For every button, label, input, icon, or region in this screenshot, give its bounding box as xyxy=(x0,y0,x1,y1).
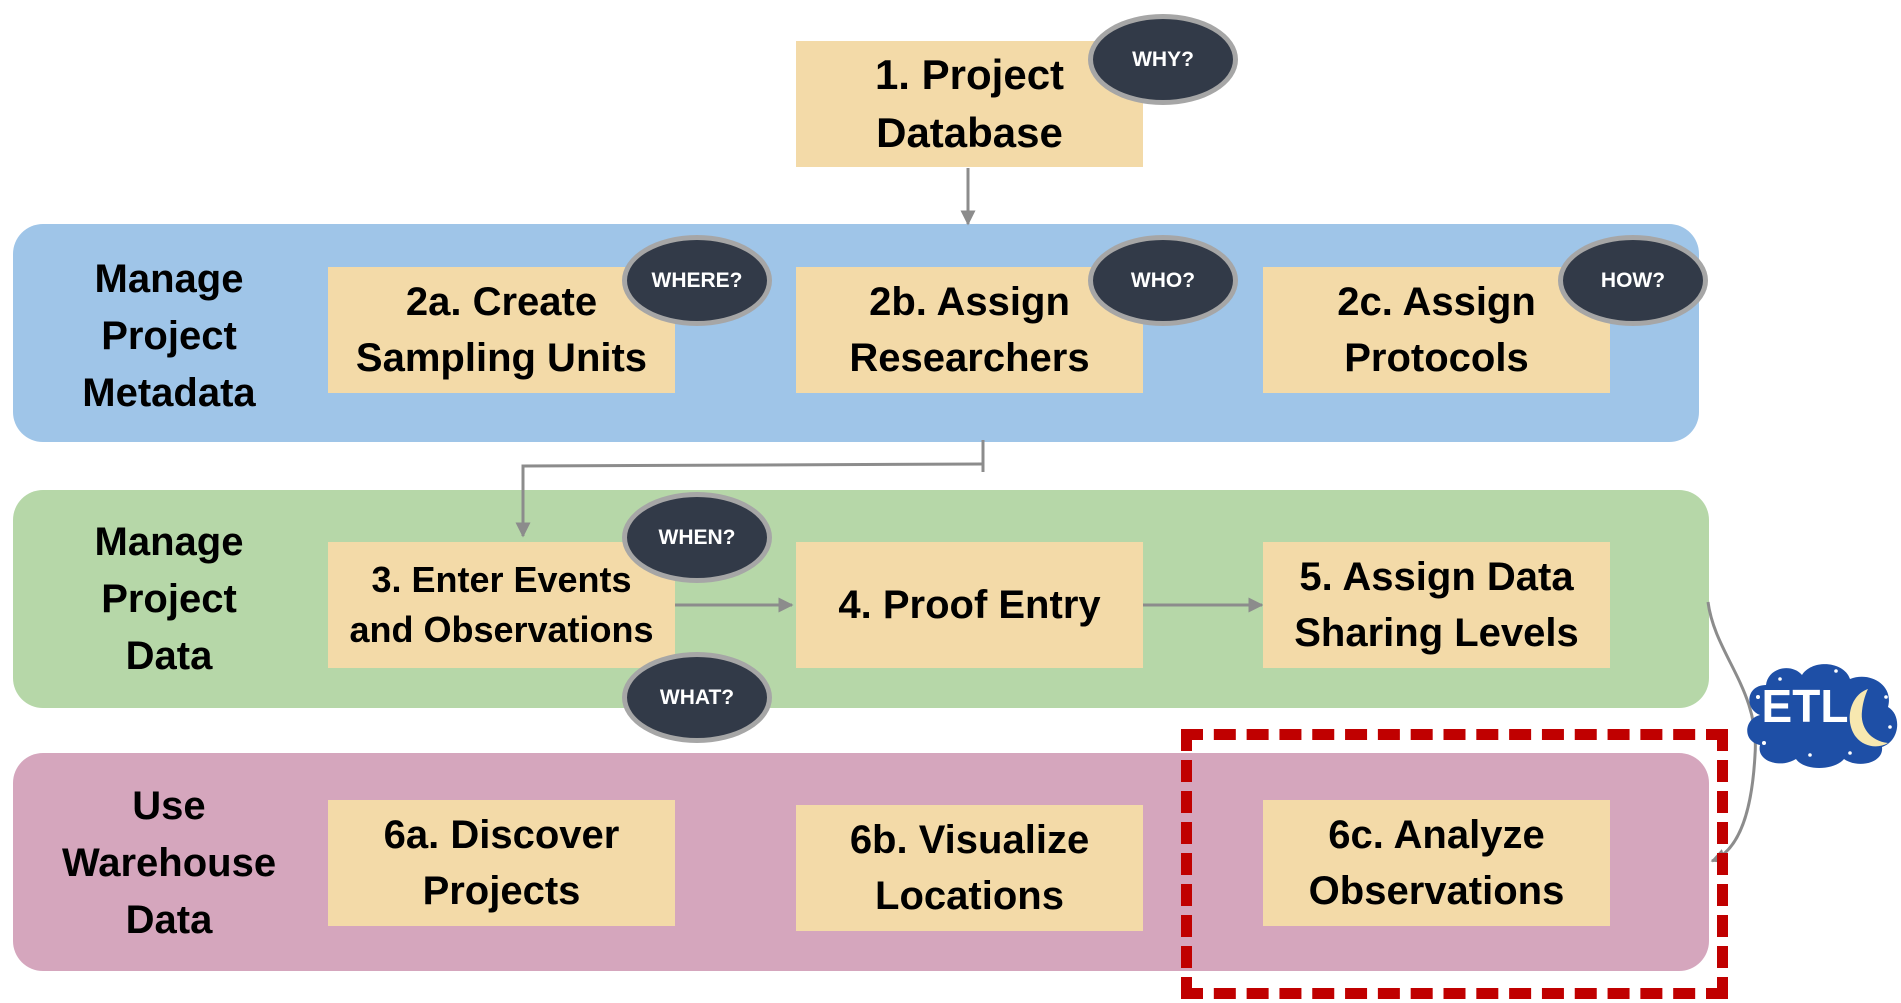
step-6b-line-1: 6b. Visualize xyxy=(849,818,1090,862)
arrow-etl-to-warehouse xyxy=(1706,601,1757,864)
step-1-line-2: Database xyxy=(876,109,1063,156)
step-2a-line-1: 2a. Create xyxy=(405,280,598,324)
step-3-enter-events-and-observations[interactable]: 3. Enter Events and Observations xyxy=(328,542,675,668)
step-5-assign-data-sharing-levels[interactable]: 5. Assign Data Sharing Levels xyxy=(1263,542,1610,668)
band-title-warehouse: Use Warehouse Data xyxy=(55,778,283,949)
step-1-line-1: 1. Project xyxy=(874,51,1065,98)
step-2c-line-2: Protocols xyxy=(1344,336,1529,380)
step-6a-discover-projects[interactable]: 6a. Discover Projects xyxy=(328,800,675,926)
step-6a-line-1: 6a. Discover xyxy=(383,813,620,857)
step-6c-line-1: 6c. Analyze xyxy=(1328,813,1545,857)
band-title-data: Manage Project Data xyxy=(55,514,283,685)
step-6c-line-2: Observations xyxy=(1308,869,1565,913)
step-5-line-1: 5. Assign Data xyxy=(1299,555,1574,599)
bubble-when: WHEN? xyxy=(622,492,772,583)
step-2b-line-1: 2b. Assign xyxy=(869,280,1070,324)
step-5-line-2: Sharing Levels xyxy=(1294,611,1579,655)
step-2c-line-1: 2c. Assign xyxy=(1337,280,1536,324)
bubble-how: HOW? xyxy=(1558,235,1708,326)
bubble-why: WHY? xyxy=(1088,14,1238,105)
step-6a-line-2: Projects xyxy=(422,869,581,913)
band-title-metadata-text: Manage Project Metadata xyxy=(82,257,256,415)
step-2a-line-2: Sampling Units xyxy=(355,336,648,380)
band-title-data-text: Manage Project Data xyxy=(94,520,244,678)
step-2b-line-2: Researchers xyxy=(849,336,1090,380)
step-6c-analyze-observations[interactable]: 6c. Analyze Observations xyxy=(1263,800,1610,926)
step-3-line-2: and Observations xyxy=(349,609,654,650)
step-4-line-1: 4. Proof Entry xyxy=(838,583,1101,627)
bubble-who: WHO? xyxy=(1088,235,1238,326)
step-2b-assign-researchers[interactable]: 2b. Assign Researchers xyxy=(796,267,1143,393)
bubble-where: WHERE? xyxy=(622,235,772,326)
bubble-what: WHAT? xyxy=(622,652,772,743)
step-6b-line-2: Locations xyxy=(875,874,1064,918)
highlight-dashed-frame xyxy=(1181,729,1728,999)
arrow-metadata-to-step3 xyxy=(515,462,984,538)
step-2a-create-sampling-units[interactable]: 2a. Create Sampling Units xyxy=(328,267,675,393)
band-title-warehouse-text: Use Warehouse Data xyxy=(61,784,277,942)
step-1-project-database[interactable]: 1. Project Database xyxy=(796,41,1143,167)
step-3-line-1: 3. Enter Events xyxy=(371,559,632,600)
band-title-metadata: Manage Project Metadata xyxy=(55,251,283,422)
etl-label: ETL xyxy=(1761,680,1849,732)
etl-cloud-icon xyxy=(1747,664,1898,768)
step-2c-assign-protocols[interactable]: 2c. Assign Protocols xyxy=(1263,267,1610,393)
step-6b-visualize-locations[interactable]: 6b. Visualize Locations xyxy=(796,805,1143,931)
step-4-proof-entry[interactable]: 4. Proof Entry xyxy=(796,542,1143,668)
